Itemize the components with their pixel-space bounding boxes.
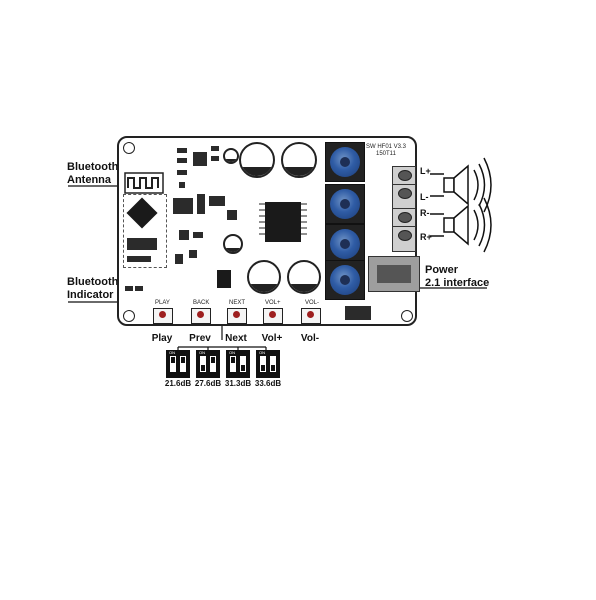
amplifier-ic: [265, 202, 301, 242]
electrolytic-capacitor: [247, 260, 281, 294]
smd-component: [189, 250, 197, 258]
back-silk: BACK: [193, 300, 210, 306]
bluetooth-indicator-label-line1: Bluetooth: [67, 276, 119, 288]
gain-label-3: 31.3dB: [224, 379, 252, 388]
vol-down-button[interactable]: [301, 308, 321, 324]
smd-component: [127, 256, 151, 262]
smd-component: [175, 254, 183, 264]
vol-up-silk: VOL+: [265, 300, 281, 306]
amplifier-ic-pins: [259, 203, 307, 235]
play-label: Play: [151, 333, 173, 344]
gain-dip-switch[interactable]: [217, 270, 231, 288]
gain-label-1: 21.6dB: [164, 379, 192, 388]
smd-component: [209, 196, 225, 206]
next-silk: NEXT: [229, 300, 246, 306]
smd-component: [197, 194, 205, 214]
next-label: Next: [225, 333, 247, 344]
electrolytic-capacitor: [281, 142, 317, 178]
small-capacitor: [223, 148, 239, 164]
bluetooth-antenna-label-line1: Bluetooth: [67, 161, 119, 173]
bluetooth-antenna: [124, 172, 164, 194]
board-date-text: 150T11: [376, 151, 396, 157]
mount-hole: [401, 310, 413, 322]
smd-component: [173, 198, 193, 214]
play-button[interactable]: [153, 308, 173, 324]
power-label-line2: 2.1 interface: [425, 277, 490, 289]
smd-component: [193, 232, 203, 238]
smd-component: [179, 182, 185, 188]
terminal-label-rminus: R-: [420, 208, 430, 218]
small-capacitor: [223, 234, 243, 254]
smd-component: [193, 152, 207, 166]
bluetooth-antenna-callout: Bluetooth Antenna: [67, 161, 118, 187]
terminal-label-rplus: R+: [420, 232, 432, 242]
vol-down-label: Vol-: [300, 333, 320, 344]
electrolytic-capacitor: [239, 142, 275, 178]
smd-component: [211, 146, 219, 151]
power-label-line1: Power: [425, 264, 459, 276]
prev-button[interactable]: [191, 308, 211, 324]
board-model-text: SW HF01 V3.3: [366, 144, 407, 150]
vol-up-button[interactable]: [263, 308, 283, 324]
inductor: [325, 142, 365, 182]
speaker-terminal-left[interactable]: [392, 184, 416, 210]
terminal-label-lplus: L+: [420, 166, 431, 176]
power-jack[interactable]: [368, 256, 420, 292]
gain-dip-option-3: ON: [226, 350, 250, 378]
prev-label: Prev: [189, 333, 211, 344]
smd-component: [177, 148, 187, 153]
smd-component: [127, 238, 157, 250]
gain-dip-option-1: ON: [166, 350, 190, 378]
next-button[interactable]: [227, 308, 247, 324]
bluetooth-indicator-callout: Bluetooth Indicator: [67, 276, 118, 302]
terminal-label-lminus: L-: [420, 192, 429, 202]
amplifier-board: SW HF01 V3.3 150T11: [117, 136, 417, 326]
vol-up-label: Vol+: [261, 333, 283, 344]
bluetooth-antenna-label-line2: Antenna: [67, 174, 111, 186]
smd-component: [211, 156, 219, 161]
inductor: [325, 260, 365, 300]
inductor: [325, 184, 365, 224]
mount-hole: [123, 310, 135, 322]
smd-component: [179, 230, 189, 240]
electrolytic-capacitor: [287, 260, 321, 294]
gain-label-4: 33.6dB: [254, 379, 282, 388]
smd-component: [177, 170, 187, 175]
gain-label-2: 27.6dB: [194, 379, 222, 388]
bluetooth-module: [123, 194, 167, 268]
power-callout: Power 2.1 interface: [425, 264, 489, 290]
smd-component: [177, 158, 187, 163]
speakers: [430, 157, 492, 253]
inductor: [325, 224, 365, 264]
vol-down-silk: VOL-: [305, 300, 320, 306]
bluetooth-indicator-led: [135, 286, 143, 291]
mount-hole: [123, 142, 135, 154]
gain-dip-option-2: ON: [196, 350, 220, 378]
bluetooth-indicator-label-line2: Indicator: [67, 289, 114, 301]
play-silk: PLAY: [155, 300, 170, 306]
bluetooth-indicator-led: [125, 286, 133, 291]
gain-dip-option-4: ON: [256, 350, 280, 378]
smd-component: [345, 306, 371, 320]
speaker-terminal-right[interactable]: [392, 226, 416, 252]
smd-component: [227, 210, 237, 220]
